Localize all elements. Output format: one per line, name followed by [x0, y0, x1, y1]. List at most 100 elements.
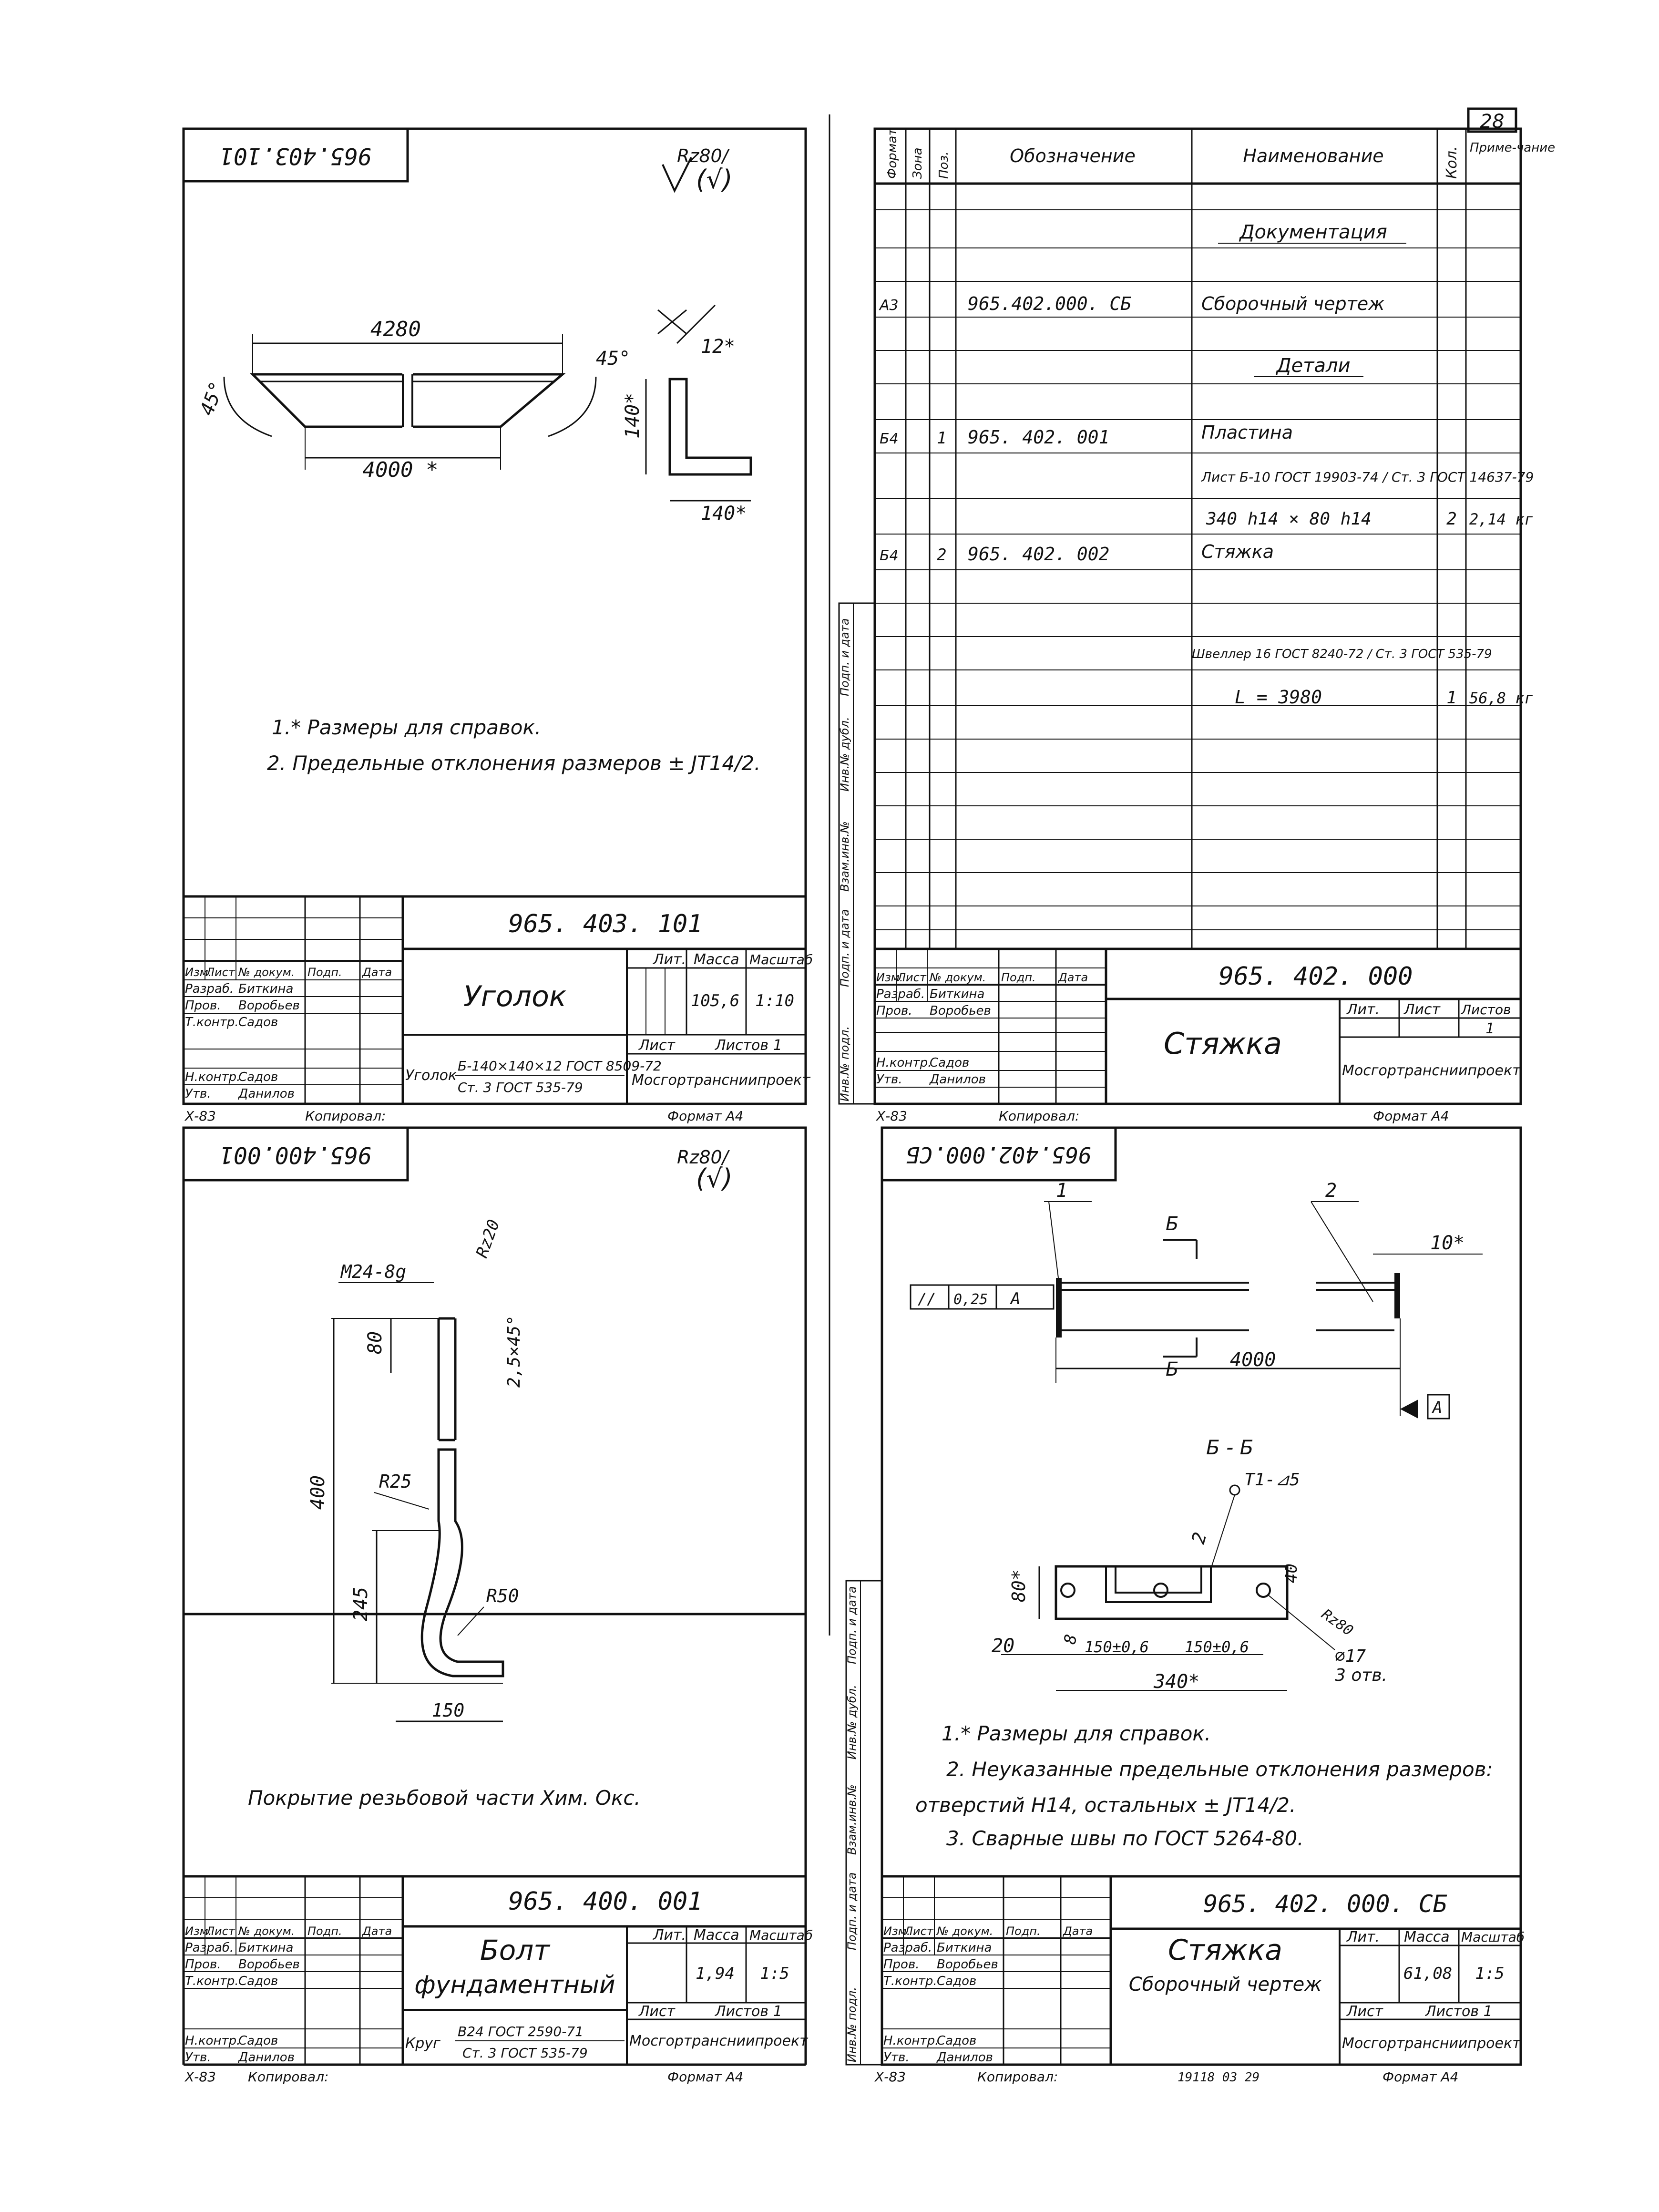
svg-text:Болт: Болт [480, 1934, 551, 1966]
svg-text:1,94: 1,94 [696, 1964, 735, 1983]
svg-text:150±0,6: 150±0,6 [1085, 1638, 1149, 1656]
svg-text:Швеллер 16 ГОСТ 8240-72 / Ст.: Швеллер 16 ГОСТ 8240-72 / Ст. 3 ГОСТ 535… [1192, 647, 1492, 661]
svg-text:Б-140×140×12 ГОСТ 8509-72: Б-140×140×12 ГОСТ 8509-72 [458, 1058, 662, 1074]
svg-text:Инв.№ дубл.: Инв.№ дубл. [838, 717, 851, 792]
svg-text:Дата: Дата [1058, 971, 1088, 984]
svg-text:Подп. и дата: Подп. и дата [845, 1586, 859, 1665]
svg-text:Формат А4: Формат А4 [1373, 1108, 1449, 1124]
svg-text:Лист: Лист [904, 1924, 934, 1938]
svg-text:Копировал:: Копировал: [248, 2069, 328, 2085]
sheet2-title: Стяжка [1164, 1026, 1282, 1061]
svg-text:Садов: Садов [238, 1974, 278, 1988]
svg-text:4000 *: 4000 * [363, 458, 439, 482]
svg-text:2,5×45°: 2,5×45° [504, 1315, 524, 1388]
svg-text:Подп.: Подп. [1001, 971, 1036, 984]
svg-text:965. 402. 000: 965. 402. 000 [1219, 962, 1413, 991]
svg-text:Пластина: Пластина [1201, 422, 1293, 443]
svg-text:Мосгортрансниипроект: Мосгортрансниипроект [629, 2033, 809, 2049]
svg-text:фундаментный: фундаментный [414, 1971, 615, 1999]
svg-text:2: 2 [937, 545, 946, 565]
svg-text:Лист: Лист [638, 2003, 676, 2020]
svg-text:Покрытие резьбовой части Хим.: Покрытие резьбовой части Хим. Окс. [248, 1786, 641, 1810]
svg-text:Сборочный чертеж: Сборочный чертеж [1201, 293, 1384, 314]
svg-text:3 отв.: 3 отв. [1335, 1666, 1387, 1685]
sheet4-title-block: 965. 402. 000. СБ Лит. Масса Масштаб 61,… [882, 1875, 1525, 2065]
svg-text:№ докум.: № докум. [237, 966, 295, 979]
side-stamp: Инв.№ подл. Подп. и дата Взам.инв.№ Инв.… [845, 1580, 883, 2066]
svg-text:Данилов: Данилов [238, 1087, 295, 1101]
svg-text:Х-83: Х-83 [874, 2069, 906, 2085]
svg-text:Поз.: Поз. [937, 151, 951, 179]
svg-text:Мосгортрансниипроект: Мосгортрансниипроект [1342, 2035, 1521, 2052]
svg-text:Б: Б [1166, 1213, 1178, 1235]
svg-text:965. 402. 002: 965. 402. 002 [968, 544, 1109, 565]
svg-text:№ докум.: № докум. [936, 1924, 993, 1938]
svg-text:Садов: Садов [238, 2034, 278, 2048]
svg-text:Лит.: Лит. [1346, 1929, 1380, 1945]
svg-text:Лист: Лист [638, 1037, 676, 1054]
side-stamp: Инв.№ подл. Подп. и дата Взам.инв.№ Инв.… [838, 602, 876, 1105]
svg-text:Биткина: Биткина [238, 982, 293, 996]
svg-text:Ст. 3 ГОСТ 535-79: Ст. 3 ГОСТ 535-79 [462, 2045, 588, 2061]
svg-text:965. 402. 001: 965. 402. 001 [968, 427, 1109, 448]
svg-text:Т.контр.: Т.контр. [185, 1974, 239, 1988]
svg-text:Данилов: Данилов [929, 1072, 986, 1087]
svg-text:Листов: Листов [1461, 1002, 1511, 1018]
svg-text:965. 402. 000. СБ: 965. 402. 000. СБ [1203, 1890, 1447, 1918]
svg-text:Воробьев: Воробьев [238, 1957, 300, 1972]
svg-text:1:10: 1:10 [755, 991, 794, 1010]
spec-row: Б4 1 965. 402. 001 Пластина [880, 422, 1293, 448]
svg-text:Круг: Круг [405, 2035, 440, 2052]
svg-text:Изм.: Изм. [185, 1924, 212, 1938]
svg-text:Инв.№ дубл.: Инв.№ дубл. [845, 1685, 859, 1759]
svg-text:Rz80: Rz80 [1318, 1606, 1356, 1639]
svg-text:Б4: Б4 [880, 431, 899, 447]
svg-text:140*: 140* [622, 393, 644, 439]
svg-text:Подп.: Подп. [1006, 1924, 1041, 1938]
svg-text:Данилов: Данилов [936, 2050, 993, 2065]
svg-text:Документация: Документация [1239, 221, 1387, 243]
svg-text:Масса: Масса [694, 1927, 739, 1944]
svg-text:Взам.инв.№: Взам.инв.№ [838, 821, 851, 892]
svg-text:Уголок: Уголок [405, 1067, 457, 1084]
svg-text:Утв.: Утв. [883, 2050, 910, 2065]
svg-text:Мосгортрансниипроект: Мосгортрансниипроект [1342, 1062, 1521, 1079]
svg-text:Садов: Садов [937, 2034, 976, 2048]
svg-text:Подп. и дата: Подп. и дата [845, 1872, 859, 1951]
svg-text:Наименование: Наименование [1243, 145, 1383, 166]
svg-text:Кол.: Кол. [1444, 146, 1460, 179]
svg-text:12*: 12* [701, 336, 735, 358]
spec-row: Лист Б-10 ГОСТ 19903-74 / Ст. 3 ГОСТ 146… [1201, 469, 1534, 485]
svg-text:80*: 80* [1008, 1569, 1029, 1602]
svg-text:40: 40 [1282, 1564, 1301, 1583]
svg-text:245: 245 [350, 1587, 372, 1621]
svg-text:Масса: Масса [1404, 1929, 1450, 1945]
sheet3-title-block: 965. 400. 001 Лит. Масса Масштаб 1,94 1:… [184, 1875, 813, 2065]
svg-text:4000: 4000 [1230, 1349, 1276, 1371]
svg-text:20: 20 [992, 1635, 1014, 1657]
svg-text:80: 80 [364, 1331, 386, 1354]
svg-text:Воробьев: Воробьев [930, 1004, 991, 1018]
sheet1-note-1: 1.* Размеры для справок. [272, 716, 541, 739]
svg-text:1:5: 1:5 [760, 1964, 789, 1983]
svg-text:Лист: Лист [205, 1924, 236, 1938]
svg-text:Формат А4: Формат А4 [667, 1108, 743, 1124]
svg-text:Подп.: Подп. [307, 1924, 342, 1938]
svg-text:Сборочный чертеж: Сборочный чертеж [1129, 1974, 1322, 1996]
svg-text:2. Неуказанные предельные откл: 2. Неуказанные предельные отклонения раз… [946, 1758, 1493, 1781]
svg-text:Б4: Б4 [880, 547, 899, 564]
assembly-drawing: 1 2 Б Б 10* // 0,25 А 4000 А Б - Б [910, 1180, 1483, 1693]
svg-text:Утв.: Утв. [185, 1087, 211, 1101]
svg-text:Лист: Лист [1403, 1001, 1441, 1018]
svg-text:Утв.: Утв. [876, 1072, 902, 1087]
sheet-ugolok: 965.403.101 Rz80/ (√) 4280 4000 * 45° 45… [182, 127, 813, 1124]
svg-text://: // [918, 1290, 936, 1308]
svg-text:Садов: Садов [238, 1070, 278, 1084]
svg-text:10*: 10* [1430, 1232, 1464, 1254]
svg-text:Н.контр.: Н.контр. [185, 1070, 240, 1084]
svg-text:L = 3980: L = 3980 [1235, 687, 1322, 708]
svg-text:Зона: Зона [911, 147, 925, 179]
svg-text:Дата: Дата [362, 966, 392, 979]
spec-row: L = 3980 1 56,8 кг [1235, 687, 1534, 708]
